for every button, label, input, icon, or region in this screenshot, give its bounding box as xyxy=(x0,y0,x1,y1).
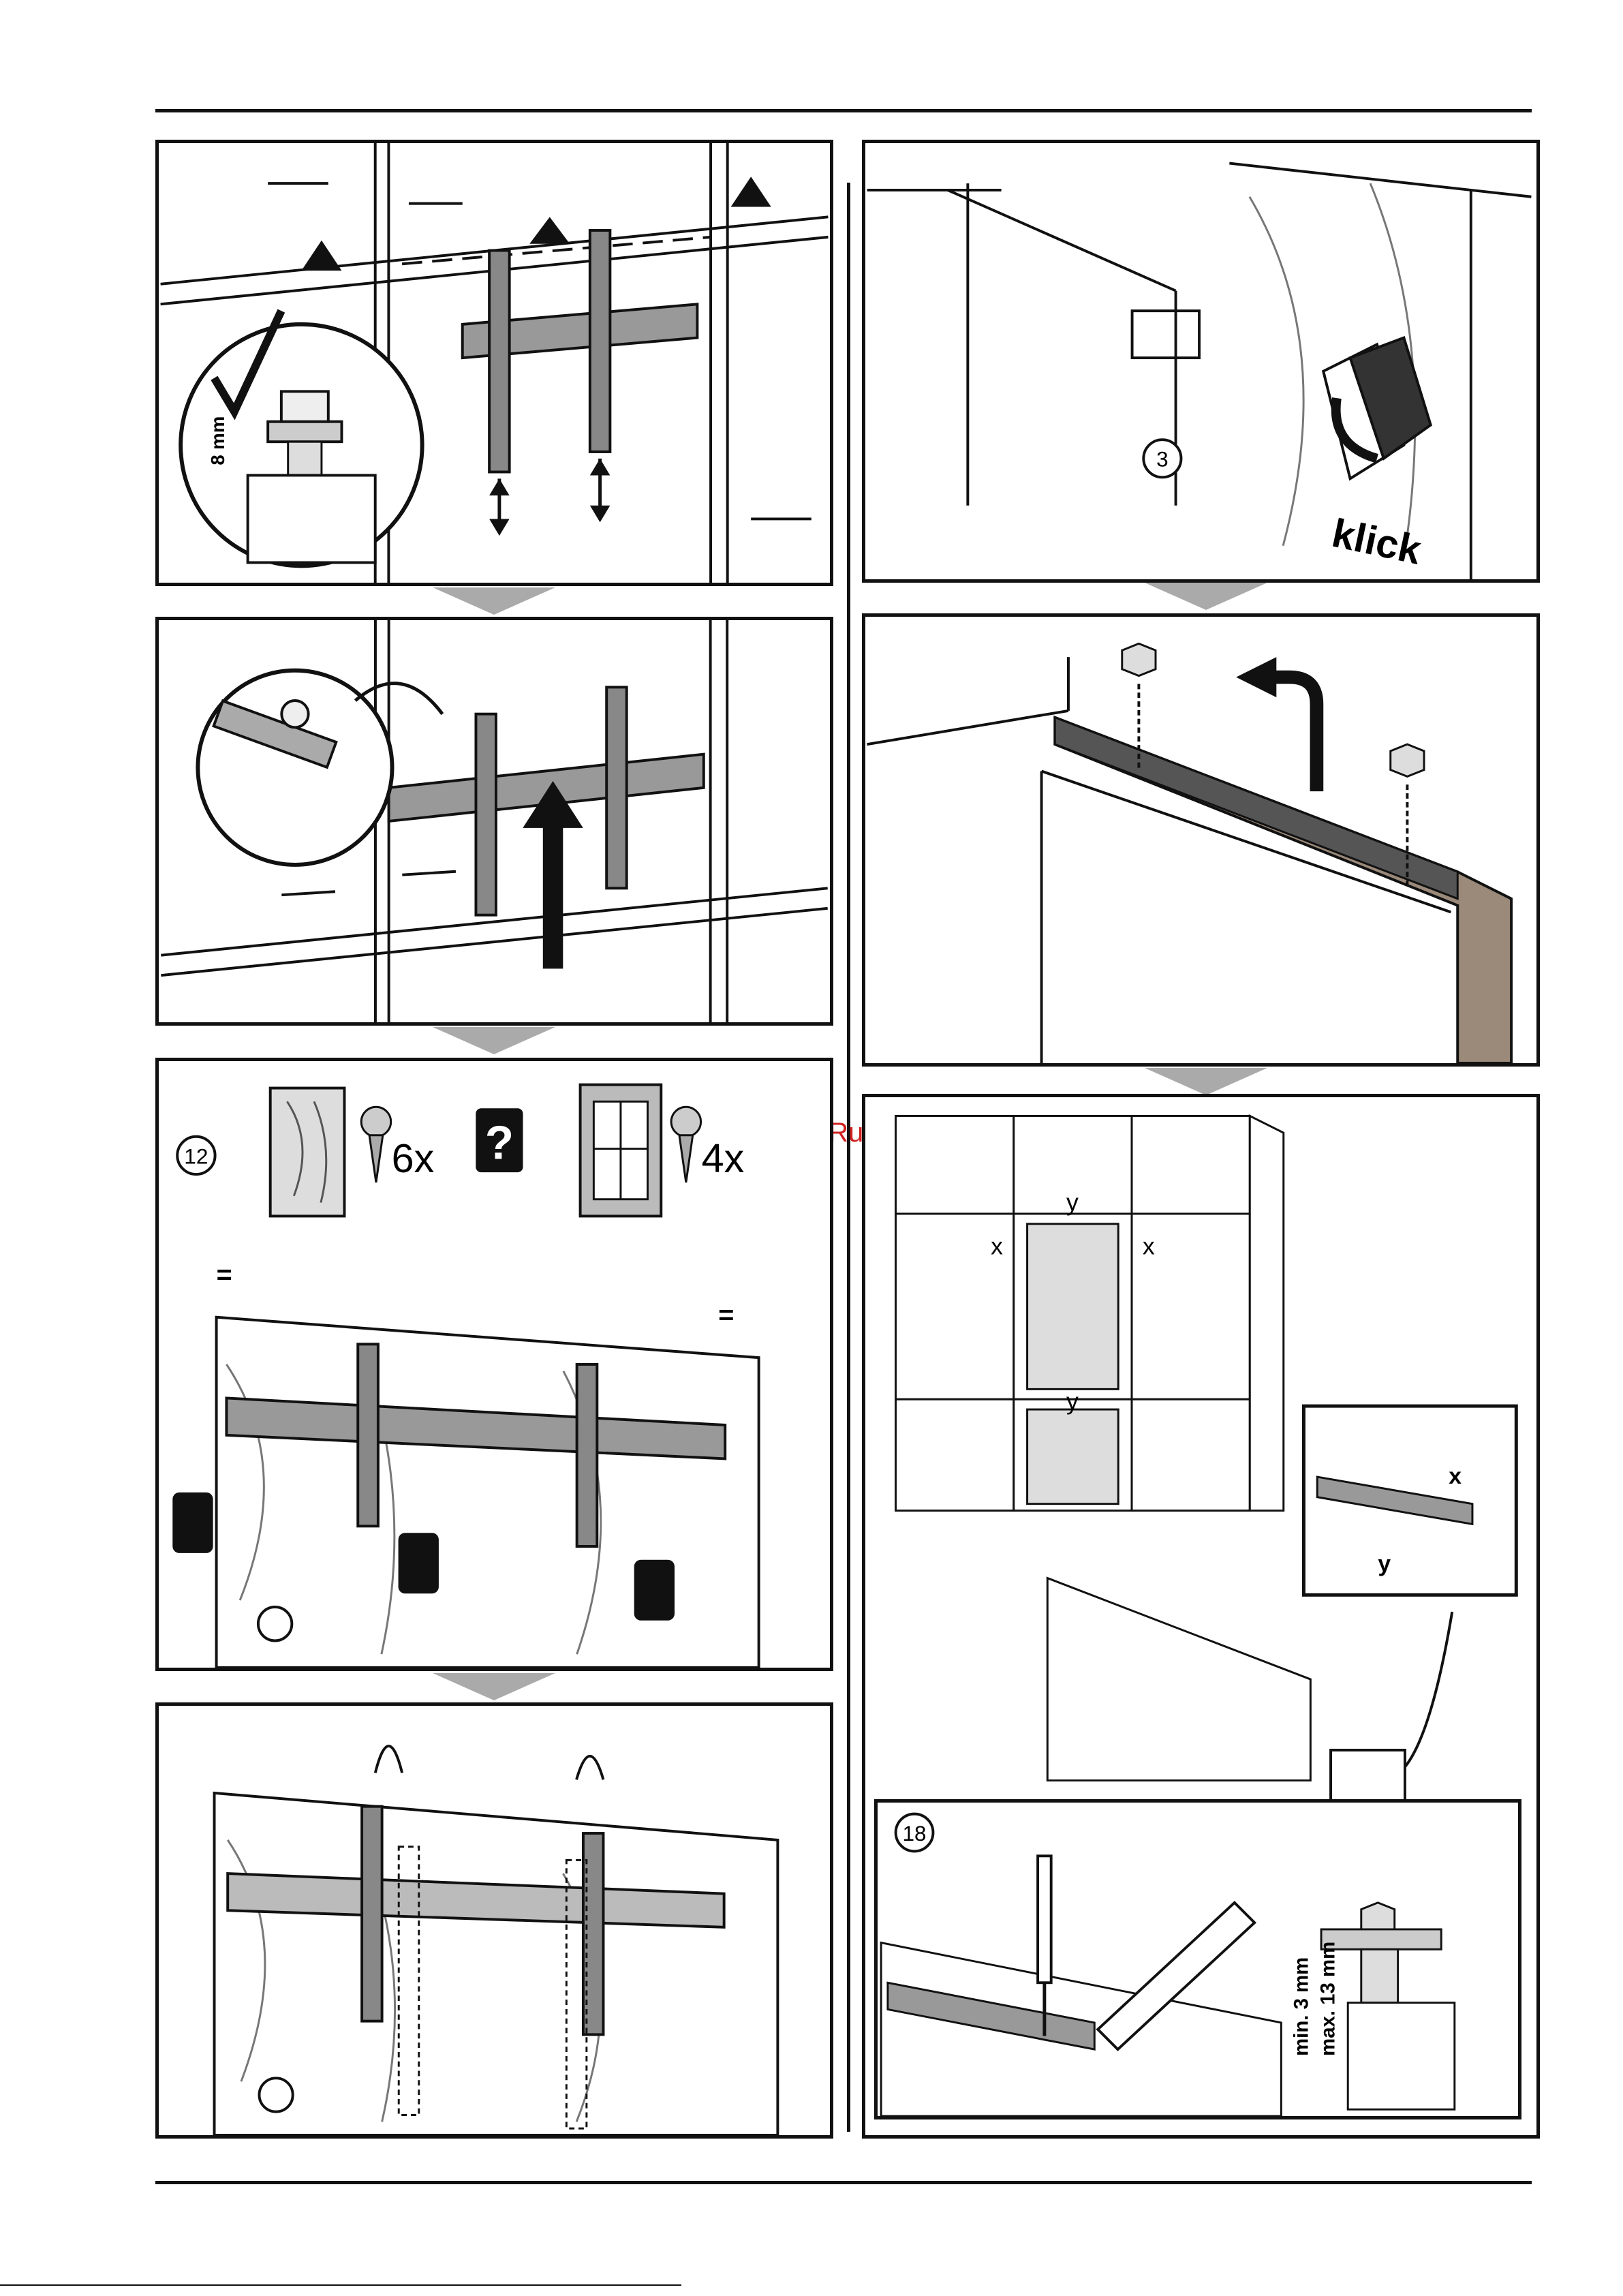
illustration-fasten-nuts xyxy=(865,617,1536,1063)
step-arrow-5 xyxy=(1145,1068,1267,1095)
step-number-18: 18 xyxy=(903,1822,927,1846)
gap-x-left: x xyxy=(991,1232,1003,1259)
wood-screw-icon xyxy=(361,1107,391,1182)
detail-y-label: y xyxy=(1378,1552,1391,1577)
wood-screw-count: 6x xyxy=(392,1135,435,1181)
step-arrow-4 xyxy=(1145,583,1267,610)
illustration-plate-on-door xyxy=(159,1706,830,2135)
screwdriver-icon-right xyxy=(634,1560,675,1621)
panel-adjust-plate xyxy=(155,617,833,1026)
illustration-wrench-adjust: 18 min. 3 mm max. 13 mm xyxy=(878,1803,1518,2116)
klick-label: klick xyxy=(1328,510,1425,573)
panel-step-12-screws: 12 6x ? 4x = = xyxy=(155,1058,833,1671)
gap-x-right: x xyxy=(1143,1232,1155,1259)
panel-step-18-adjust: 18 min. 3 mm max. 13 mm xyxy=(874,1799,1521,2119)
step-number-3: 3 xyxy=(1156,447,1169,472)
step-arrow-1 xyxy=(433,587,555,615)
dim-8mm-label: 8 mm xyxy=(207,416,228,465)
rotate-arrow-icon xyxy=(1256,677,1317,791)
panel-step-3-klick: 3 klick xyxy=(862,140,1540,583)
frame-screw-icon xyxy=(671,1107,701,1182)
screwdriver-icon xyxy=(1038,1856,1051,1983)
step-arrow-3 xyxy=(433,1673,555,1700)
frame-screw-count: 4x xyxy=(702,1135,745,1181)
dim-min-label: min. 3 mm xyxy=(1290,1957,1312,2056)
bottom-rule xyxy=(155,2181,1532,2184)
step-arrow-2 xyxy=(433,1027,555,1054)
illustration-door-screws: 12 6x ? 4x = = xyxy=(159,1061,830,1668)
screwdriver-icon-left xyxy=(172,1493,213,1553)
panel-fasten-nuts xyxy=(862,613,1540,1067)
footer-rule xyxy=(0,2284,681,2286)
detail-x-label: x xyxy=(1449,1464,1462,1489)
svg-text:?: ? xyxy=(485,1116,514,1169)
equal-mark-left: = xyxy=(217,1259,232,1289)
gap-y-bottom: y xyxy=(1066,1388,1079,1415)
dim-max-label: max. 13 mm xyxy=(1317,1942,1340,2056)
screwdriver-icon-middle xyxy=(399,1533,439,1593)
illustration-clip-klick: 3 klick xyxy=(865,143,1536,579)
top-rule xyxy=(155,109,1532,112)
illustration-hinge-plate: 8 mm xyxy=(159,143,830,583)
panel-mount-hinge-plate: 8 mm xyxy=(155,140,833,586)
column-divider xyxy=(847,183,850,2132)
gap-y-top: y xyxy=(1066,1189,1079,1216)
illustration-adjust-plate xyxy=(159,620,830,1022)
step-number-12: 12 xyxy=(184,1144,208,1168)
equal-mark-right: = xyxy=(718,1300,734,1330)
panel-plate-on-door xyxy=(155,1702,833,2139)
